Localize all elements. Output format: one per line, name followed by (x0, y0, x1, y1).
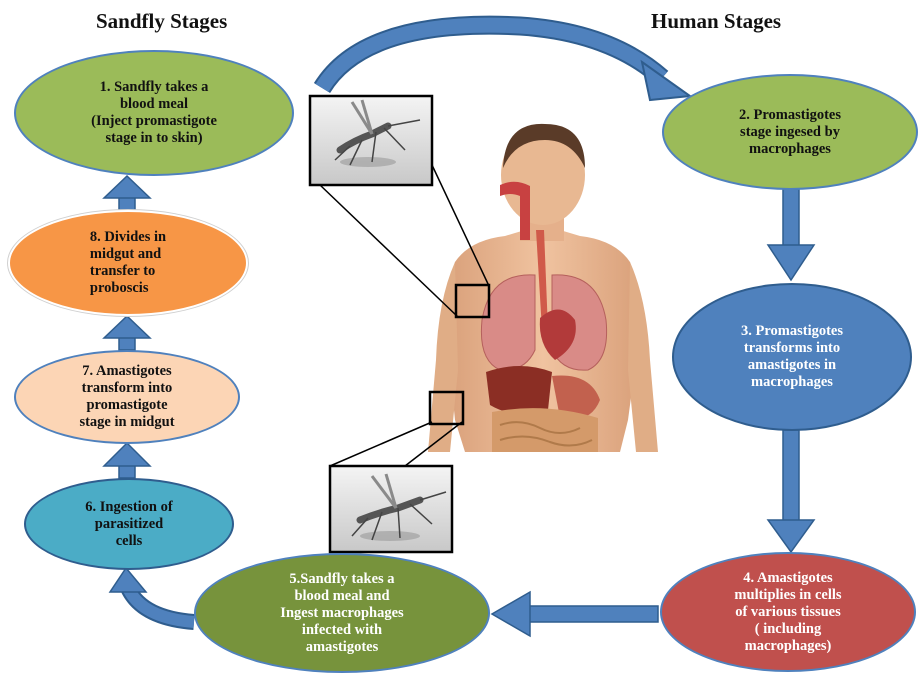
stage-6-node: 6. Ingestion of parasitized cells (24, 478, 234, 570)
stage-4-node: 4. Amastigotes multiplies in cells of va… (660, 552, 916, 672)
arrow-down-2-to-3 (768, 189, 814, 280)
curved-arrow-1-to-2 (322, 25, 690, 100)
stage-7-node: 7. Amastigotes transform into promastigo… (14, 350, 240, 444)
stage-2-text: 2. Promastigotes stage ingesed by macrop… (739, 107, 841, 158)
arrow-left-4-to-5 (492, 592, 658, 636)
stage-5-node: 5.Sandfly takes a blood meal and Ingest … (194, 553, 490, 673)
stage-8-node: 8. Divides in midgut and transfer to pro… (8, 210, 248, 316)
arrow-up-6-to-7 (104, 443, 150, 478)
stage-3-node: 3. Promastigotes transforms into amastig… (672, 283, 912, 431)
sandfly-illustration (310, 96, 432, 185)
stage-4-text: 4. Amastigotes multiplies in cells of va… (734, 570, 841, 655)
stage-3-text: 3. Promastigotes transforms into amastig… (741, 323, 843, 391)
curved-arrow-5-to-6 (110, 568, 194, 622)
stage-2-node: 2. Promastigotes stage ingesed by macrop… (662, 74, 918, 190)
stage-8-text: 8. Divides in midgut and transfer to pro… (90, 229, 166, 297)
stage-7-text: 7. Amastigotes transform into promastigo… (79, 363, 174, 431)
stage-6-text: 6. Ingestion of parasitized cells (85, 499, 172, 550)
stage-5-text: 5.Sandfly takes a blood meal and Ingest … (280, 571, 403, 656)
arrow-up-8-to-1 (104, 176, 150, 210)
stage-1-node: 1. Sandfly takes a blood meal (Inject pr… (14, 50, 294, 176)
sandfly-illustration (330, 466, 452, 552)
arrow-down-3-to-4 (768, 430, 814, 552)
human-anatomy-illustration (428, 124, 658, 452)
stage-1-text: 1. Sandfly takes a blood meal (Inject pr… (91, 79, 217, 147)
arrow-up-7-to-8 (104, 316, 150, 350)
